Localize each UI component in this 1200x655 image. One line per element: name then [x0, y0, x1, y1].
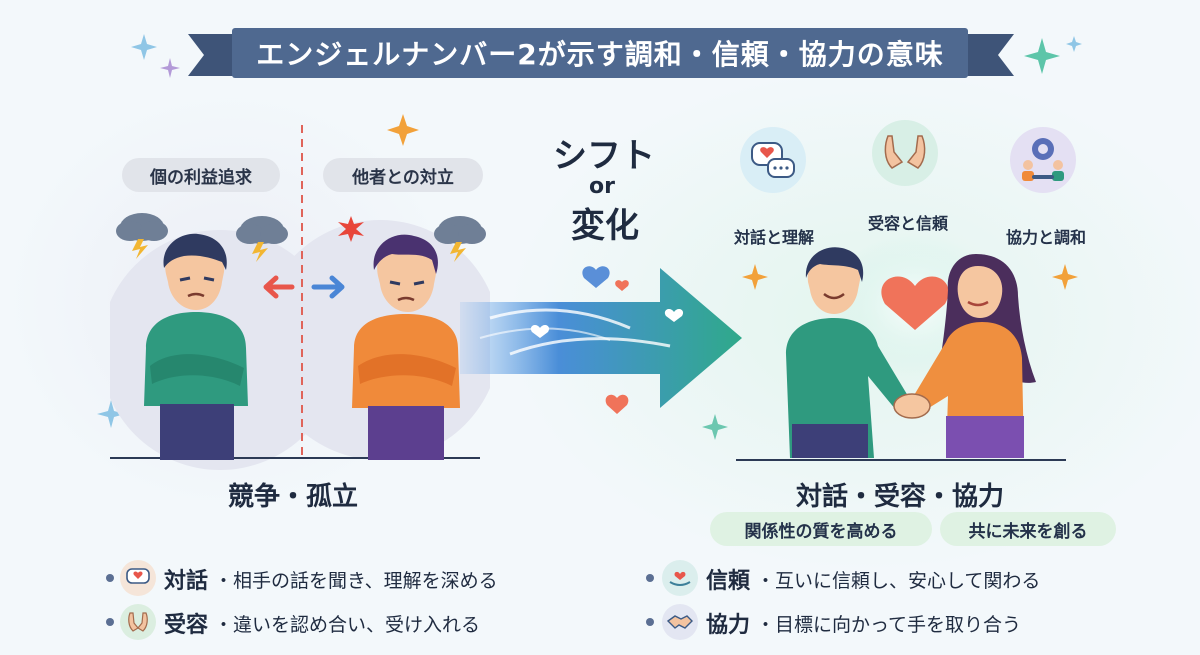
label-acceptance-trust: 受容と信頼 [867, 214, 948, 233]
heart-icon [582, 266, 629, 291]
tag-conflict: 他者との対立 [323, 158, 483, 192]
speech-heart-icon [120, 560, 156, 596]
tag-improve-relationships: 関係性の質を高める [710, 512, 932, 546]
label-dialogue-understanding: 対話と理解 [733, 228, 814, 247]
feature-desc-cooperation: ・目標に向かって手を取り合う [756, 614, 1022, 636]
anger-mark-icon [338, 216, 364, 242]
sparkle-icon [742, 264, 768, 290]
heart-icon [881, 276, 949, 330]
sparkle-icon [131, 34, 180, 78]
bullet [646, 618, 654, 626]
dialogue-circle [738, 125, 808, 195]
feature-desc-trust: ・互いに信頼し、安心して関わる [756, 570, 1041, 592]
man-orange-arms-crossed [352, 234, 460, 460]
sparkle-icon [97, 400, 125, 428]
shift-arrow [460, 268, 742, 408]
hand-heart-icon [662, 560, 698, 596]
storm-cloud-icon [116, 213, 168, 259]
feature-term-trust: 信頼 [706, 569, 751, 594]
open-hands-icon [120, 604, 156, 640]
tag-create-future: 共に未来を創る [940, 512, 1116, 546]
sparkle-icon [702, 414, 728, 440]
storm-cloud-icon [434, 216, 486, 262]
man-green-arms-crossed [144, 233, 248, 460]
sparkle-icon [1024, 36, 1082, 74]
shift-label: シフト [553, 136, 655, 176]
or-label: or [589, 174, 615, 199]
feature-term-acceptance: 受容 [164, 613, 209, 638]
banner-ribbon-tails [188, 34, 1014, 76]
page-title: エンジェルナンバー2が示す調和・信頼・協力の意味 [232, 28, 968, 78]
left-heading: 競争・孤立 [228, 482, 359, 512]
right-ground-line [736, 459, 1066, 461]
sparkle-icon [1052, 264, 1078, 290]
opposing-arrows [263, 275, 345, 299]
right-heading: 対話・受容・協力 [796, 482, 1005, 512]
tag-self-interest: 個の利益追求 [122, 158, 280, 192]
heart-icon [605, 394, 629, 414]
bullet [106, 574, 114, 582]
storm-cloud-icon [236, 216, 288, 262]
feature-desc-acceptance: ・違いを認め合い、受け入れる [214, 614, 481, 636]
feature-term-dialogue: 対話 [164, 569, 209, 594]
bullet [646, 574, 654, 582]
feature-desc-dialogue: ・相手の話を聞き、理解を深める [214, 570, 498, 592]
bullet [106, 618, 114, 626]
feature-term-cooperation: 協力 [706, 613, 751, 638]
change-label: 変化 [571, 206, 639, 246]
couple-handshake [786, 247, 1036, 458]
cooperation-circle [1008, 125, 1078, 195]
handshake-icon [662, 604, 698, 640]
sparkle-icon [387, 114, 419, 146]
label-cooperation-harmony: 協力と調和 [1005, 228, 1086, 247]
acceptance-circle [870, 118, 940, 188]
